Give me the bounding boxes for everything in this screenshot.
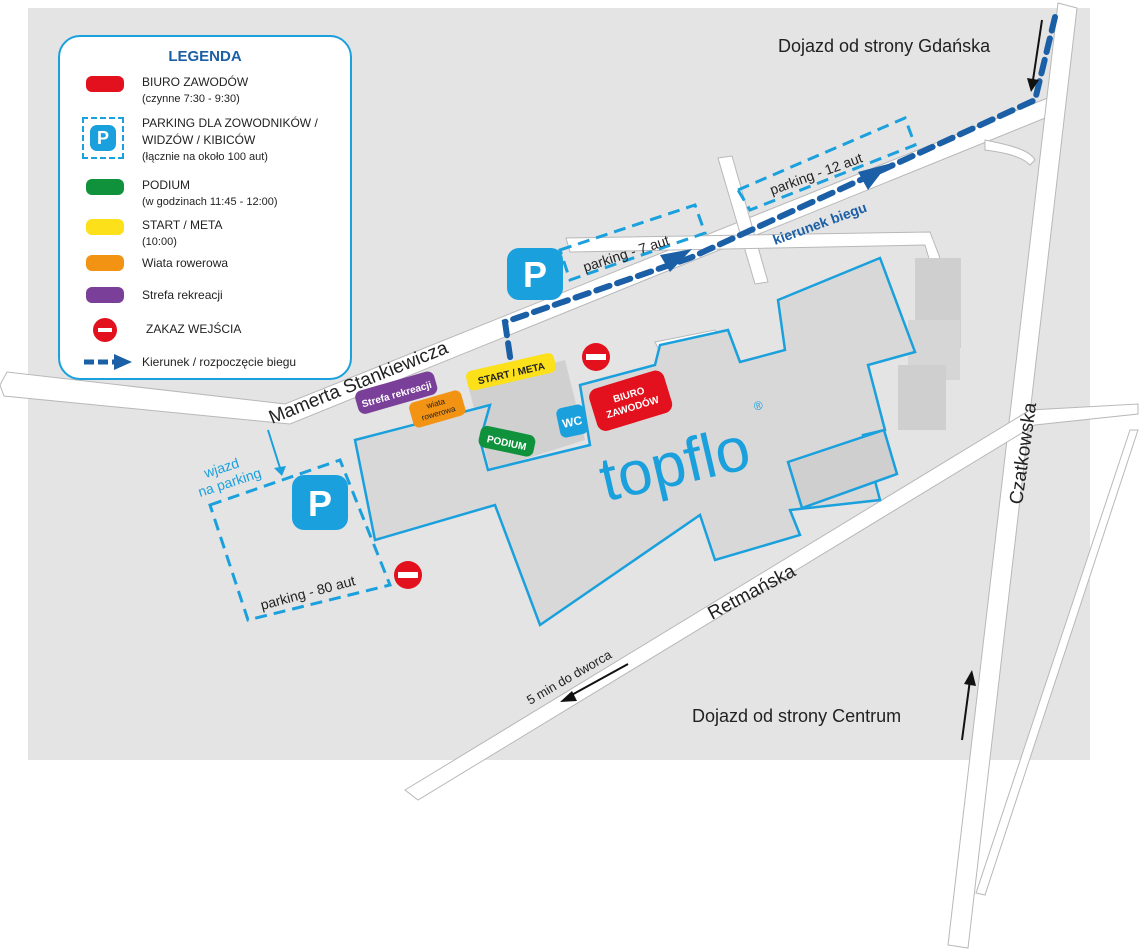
legend-label-kierunek: Kierunek / rozpoczęcie biegu [142, 355, 297, 369]
biuro-zawodow-badge: BIURO ZAWODÓW [589, 370, 673, 431]
road-retmanska [404, 403, 1139, 801]
route-arrow-1 [660, 249, 692, 272]
legend-label-podium: PODIUM [142, 178, 190, 192]
wjazd-arrow [267, 429, 281, 469]
arrowhead-gdansk [1027, 78, 1039, 92]
legend-label-parking-2: WIDZÓW / KIBICÓW [142, 133, 256, 147]
legend-swatch-green [86, 179, 124, 195]
label-gdansk: Dojazd od strony Gdańska [778, 36, 991, 56]
arrow-gdansk [1032, 19, 1043, 81]
legend-swatch-red [86, 76, 124, 92]
legend-sub-podium: (w godzinach 11:45 - 12:00) [142, 196, 278, 208]
parking-letter-west: P [308, 483, 332, 524]
legend-swatch-yellow [86, 219, 124, 235]
arrow-dworzec [567, 663, 629, 698]
access-arrows [567, 19, 1043, 741]
parking-icon-north [507, 248, 563, 300]
wc-label: WC [561, 413, 584, 431]
podium-badge: PODIUM [478, 425, 536, 457]
legend-sub-biuro: (czynne 7:30 - 9:30) [142, 93, 240, 105]
gray-buildings [898, 258, 961, 430]
legend-label-biuro: BIURO ZAWODÓW [142, 75, 249, 89]
parking-letter-north: P [523, 254, 547, 295]
legend-label-parking: PARKING DLA ZOWODNIKÓW / [142, 116, 318, 130]
road-branch-east [975, 429, 1139, 896]
building-annex [786, 428, 899, 510]
legend-label-zakaz: ZAKAZ WEJŚCIA [146, 322, 242, 336]
arrowhead-centrum [964, 670, 976, 686]
parking-icon: P [507, 248, 563, 300]
no-entry-icon [582, 343, 610, 371]
route-arrow-2 [858, 164, 888, 190]
legend-sub-parking: (łącznie na około 100 aut) [142, 151, 268, 163]
legend-label-wiata: Wiata rowerowa [142, 256, 229, 270]
wiata-rowerowa-badge: wiata rowerowa [409, 390, 466, 428]
legend-label-start: START / META [142, 218, 223, 232]
direction-arrow-icon [84, 354, 132, 370]
parking-areas [208, 115, 917, 622]
road-czatkowska [947, 2, 1078, 949]
parking-12-area [735, 115, 917, 212]
arrowhead-dworzec [560, 691, 577, 702]
no-entry-icon [394, 561, 422, 589]
parking-icon-west [292, 475, 348, 530]
gray-building-3 [898, 365, 946, 430]
legend-label-strefa: Strefa rekreacji [142, 288, 223, 302]
legend: LEGENDA BIURO ZAWODÓW (czynne 7:30 - 9:3… [58, 35, 352, 380]
legend-swatch-orange [86, 255, 124, 271]
legend-swatch-purple [86, 287, 124, 303]
wjazd-arrowhead [274, 466, 286, 476]
legend-title: LEGENDA [168, 48, 242, 65]
route-path [501, 14, 1058, 373]
parking-icon: P [90, 125, 116, 151]
no-entry-icon [93, 318, 117, 342]
wc-badge: WC [556, 404, 588, 438]
legend-parking-frame [82, 117, 124, 159]
road-curve [984, 139, 1036, 166]
parking-80-area [208, 458, 393, 622]
arrow-centrum [961, 679, 971, 741]
legend-sub-start: (10:00) [142, 236, 177, 248]
topflo-registered-mark: ® [752, 398, 764, 414]
label-centrum: Dojazd od strony Centrum [692, 706, 901, 726]
parking-7-area [558, 203, 707, 282]
route [501, 14, 1058, 373]
topflo-building [353, 256, 917, 627]
parking-icon: P [292, 475, 348, 530]
